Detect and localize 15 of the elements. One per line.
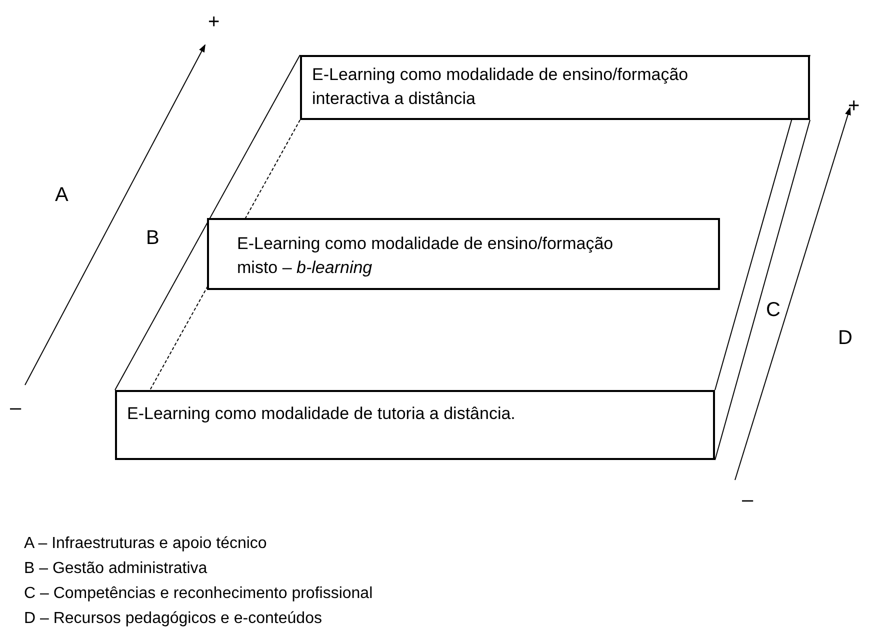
legend-note: A – Infraestruturas e apoio técnico	[24, 536, 267, 552]
axis-label: B	[146, 228, 160, 248]
legend-note: D – Recursos pedagógicos e e-conteúdos	[24, 611, 322, 627]
text-box: E-Learning como modalidade de ensino/formação interactiva a distância	[300, 55, 810, 120]
axis-label: D	[838, 328, 852, 348]
axis-label: –	[10, 398, 22, 418]
axis-label: –	[742, 490, 754, 510]
text-box: E-Learning como modalidade de ensino/formação misto – b-learning	[207, 218, 720, 290]
axis-label: A	[55, 185, 68, 205]
legend-note: C – Competências e reconhecimento profissional	[24, 586, 373, 602]
axis-label: +	[848, 96, 860, 116]
text-box: E-Learning como modalidade de tutoria a distância.	[115, 390, 715, 460]
legend-note: B – Gestão administrativa	[24, 561, 208, 577]
axis-label: C	[766, 300, 780, 320]
axis-label: +	[208, 12, 220, 32]
